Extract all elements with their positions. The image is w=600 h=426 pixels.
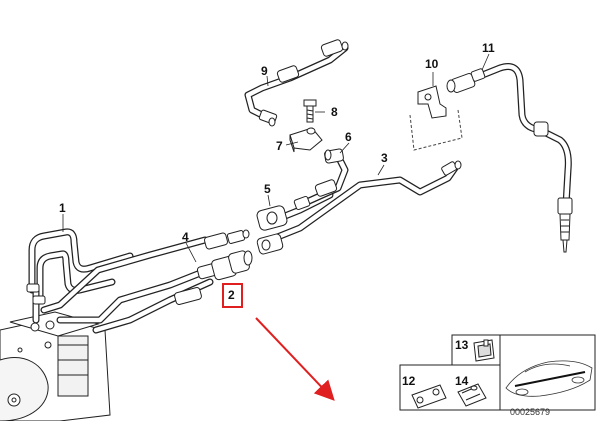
callout-1: 1 (59, 201, 66, 215)
callout-5: 5 (264, 182, 271, 196)
diagram-number: 00025679 (510, 407, 551, 417)
callout-9: 9 (261, 64, 268, 78)
part-2-union (211, 250, 253, 281)
brake-line-9 (244, 44, 349, 122)
part-10-bracket (409, 85, 463, 151)
line-9-fittings (258, 39, 349, 127)
callout-4: 4 (182, 230, 189, 244)
callout-6: 6 (345, 130, 352, 144)
callout-3: 3 (381, 151, 388, 165)
line-1-fittings (26, 283, 46, 305)
brake-hose-11 (461, 63, 572, 209)
callout-10: 10 (425, 57, 439, 71)
brake-line-3 (271, 164, 459, 242)
callout-12: 12 (402, 374, 416, 388)
line-4-fittings (174, 229, 250, 305)
callout-2-highlight: 2 (222, 283, 243, 308)
inset-panel (399, 334, 596, 411)
hose-11-fittings (446, 68, 573, 253)
brake-line-6 (296, 156, 349, 209)
callout-13: 13 (455, 338, 469, 352)
part-8-bolt (303, 99, 317, 123)
leader-lines (62, 53, 490, 263)
car-silhouette-icon (505, 360, 593, 397)
part-5-union (256, 205, 288, 255)
clip-14-icon (457, 383, 487, 407)
callout-7: 7 (276, 139, 283, 153)
highlight-arrow (255, 317, 335, 401)
callout-14: 14 (455, 374, 469, 388)
callout-2: 2 (228, 288, 235, 302)
clip-13-icon (473, 339, 495, 362)
clip-12-icon (411, 384, 447, 409)
line-6-fittings (293, 148, 344, 211)
line-3-end-fitting (441, 160, 462, 176)
callout-11: 11 (482, 41, 495, 55)
abs-unit (0, 311, 111, 422)
part-7-junction (289, 127, 323, 153)
callout-8: 8 (331, 105, 338, 119)
